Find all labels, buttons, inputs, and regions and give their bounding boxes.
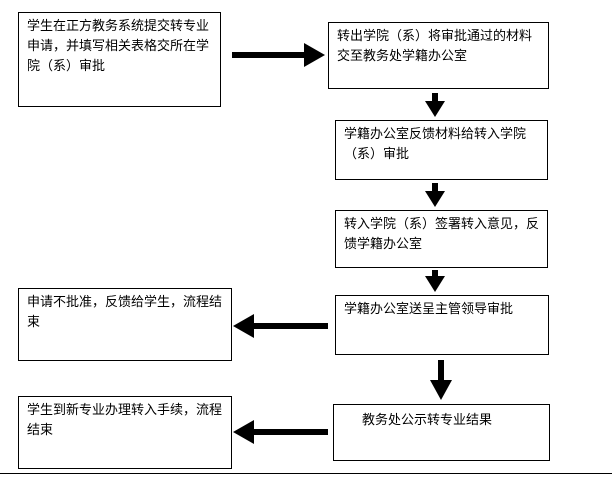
arrow-supervisor-to-announce	[430, 360, 452, 400]
step-feedback-incoming-box: 学籍办公室反馈材料给转入学院（系）审批	[335, 120, 548, 180]
step-submit-text: 学生在正方教务系统提交转专业申请，并填写相关表格交所在学院（系）审批	[27, 19, 210, 74]
bottom-border-line	[0, 473, 612, 474]
outcome-transfer-text: 学生到新专业办理转入手续，流程结束	[27, 403, 223, 438]
outcome-transfer-box: 学生到新专业办理转入手续，流程结束	[18, 396, 232, 469]
step-feedback-incoming-text: 学籍办公室反馈材料给转入学院（系）审批	[344, 127, 527, 162]
arrow-outgoing-to-feedback	[425, 93, 445, 117]
arrow-incoming-sign-to-supervisor	[425, 270, 445, 292]
step-announce-box: 教务处公示转专业结果	[333, 404, 550, 461]
step-announce-text: 教务处公示转专业结果	[362, 413, 493, 428]
step-outgoing-box: 转出学院（系）将审批通过的材料交至教务处学籍办公室	[328, 22, 549, 89]
arrow-supervisor-to-rejected	[233, 314, 328, 338]
step-supervisor-text: 学籍办公室送呈主管领导审批	[344, 302, 514, 317]
arrow-submit-to-outgoing	[232, 43, 325, 67]
step-outgoing-text: 转出学院（系）将审批通过的材料交至教务处学籍办公室	[337, 29, 533, 64]
step-supervisor-box: 学籍办公室送呈主管领导审批	[335, 295, 549, 355]
step-submit-box: 学生在正方教务系统提交转专业申请，并填写相关表格交所在学院（系）审批	[18, 12, 221, 107]
arrow-announce-to-transfer	[233, 420, 328, 444]
outcome-rejected-box: 申请不批准，反馈给学生，流程结束	[18, 288, 232, 361]
step-incoming-sign-box: 转入学院（系）签署转入意见，反馈学籍办公室	[335, 210, 548, 268]
outcome-rejected-text: 申请不批准，反馈给学生，流程结束	[27, 295, 223, 330]
step-incoming-sign-text: 转入学院（系）签署转入意见，反馈学籍办公室	[344, 217, 540, 252]
arrow-feedback-to-incoming-sign	[425, 183, 445, 207]
